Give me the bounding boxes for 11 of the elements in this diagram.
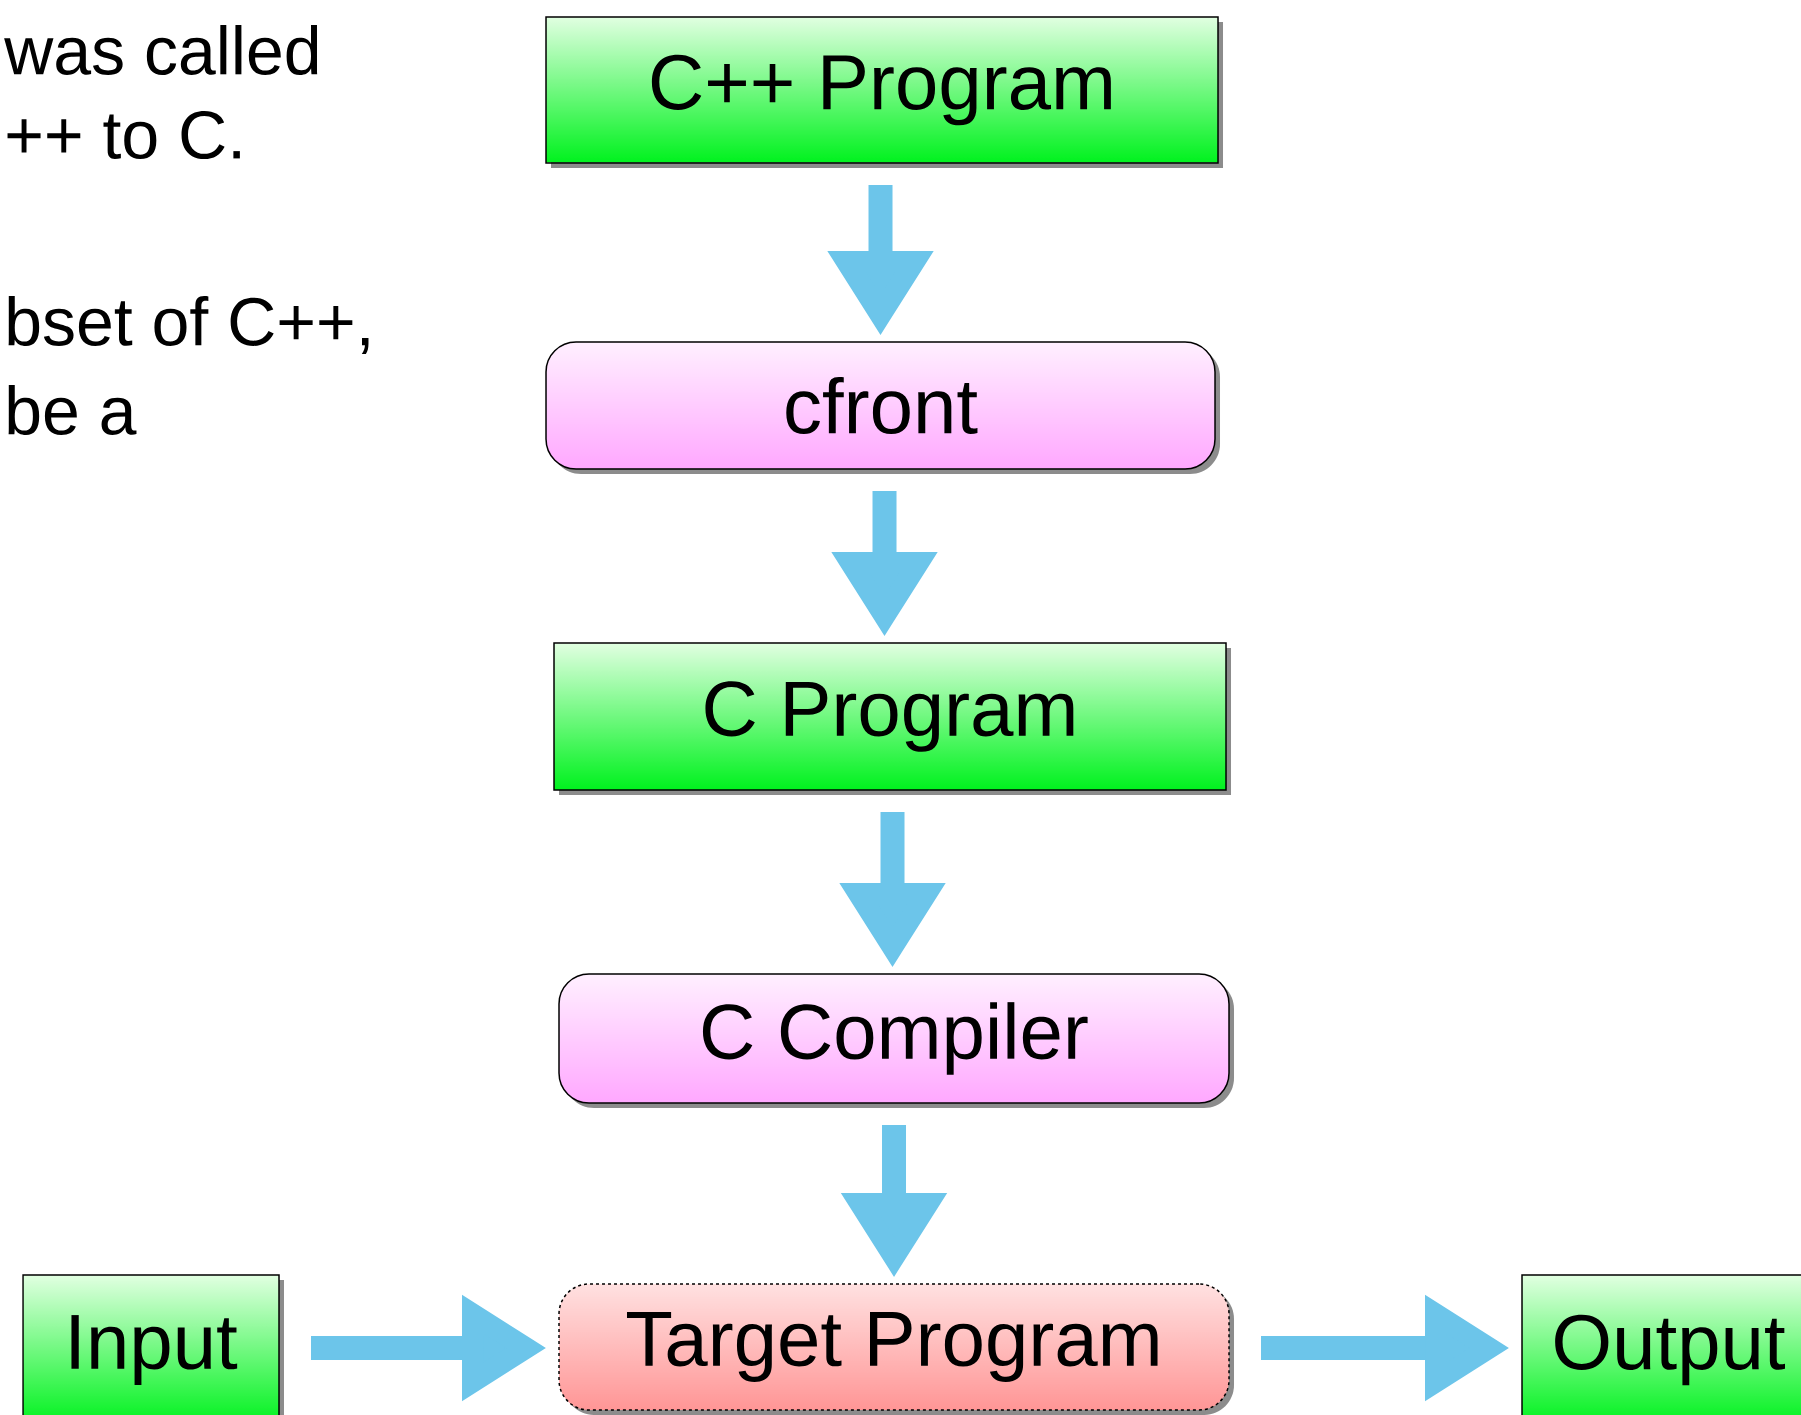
note-text: ++ to C. — [7, 110, 240, 160]
note-text: be a — [8, 385, 137, 435]
program-box: C++ Program — [545, 16, 1223, 168]
program-box: C Program — [553, 642, 1231, 795]
note-text: was called — [4, 25, 318, 75]
tool-box: C Compiler — [558, 973, 1234, 1108]
program-box: Target Program — [558, 1283, 1234, 1415]
note-text: bset of C++, — [8, 296, 369, 354]
program-box: Output — [1521, 1274, 1801, 1415]
program-box: Input — [22, 1274, 284, 1415]
tool-box: cfront — [545, 341, 1220, 474]
